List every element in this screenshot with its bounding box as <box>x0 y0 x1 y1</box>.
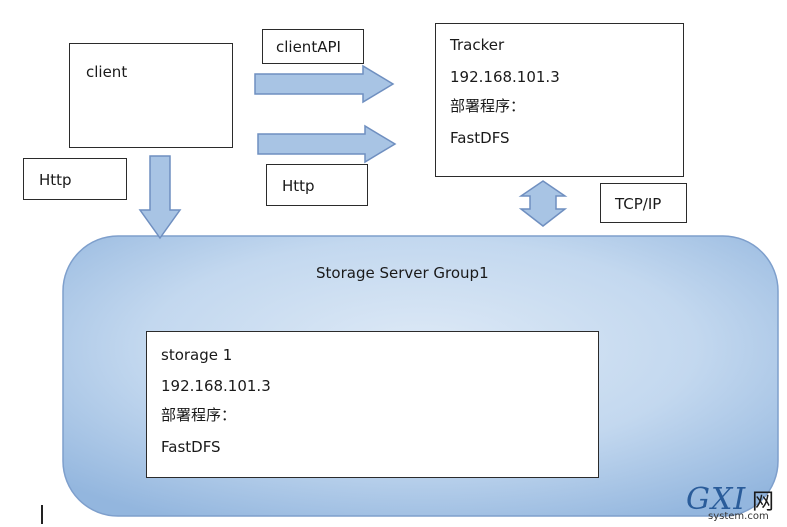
storage-ip: 192.168.101.3 <box>161 377 271 395</box>
tracker-program: FastDFS <box>450 129 510 147</box>
watermark-logo: GXI 网 system.com <box>686 482 784 524</box>
tcp-ip-double-arrow <box>518 180 568 227</box>
http-mid-label-box: Http <box>266 164 368 206</box>
client-api-label: clientAPI <box>276 38 341 56</box>
storage-title: storage 1 <box>161 346 233 364</box>
client-api-arrow <box>254 64 395 104</box>
http-left-label: Http <box>39 171 72 189</box>
tracker-box: Tracker 192.168.101.3 部署程序： FastDFS <box>435 23 684 177</box>
client-api-label-box: clientAPI <box>262 29 364 64</box>
watermark-logo-text: GXI <box>686 482 747 517</box>
client-label: client <box>86 63 128 81</box>
tracker-title: Tracker <box>450 36 505 54</box>
tracker-deploy-label: 部署程序： <box>450 97 526 115</box>
http-arrow-right <box>257 124 397 164</box>
client-box: client <box>69 43 233 148</box>
http-left-label-box: Http <box>23 158 127 200</box>
watermark-logo-cjk: 网 <box>752 490 775 515</box>
http-arrow-down <box>138 155 182 240</box>
storage-box: storage 1 192.168.101.3 部署程序： FastDFS <box>146 331 599 478</box>
tcp-ip-label: TCP/IP <box>615 195 662 213</box>
http-mid-label: Http <box>282 177 315 195</box>
watermark-site: system.com <box>708 511 769 522</box>
tcp-ip-label-box: TCP/IP <box>600 183 687 223</box>
storage-program: FastDFS <box>161 438 221 456</box>
storage-deploy-label: 部署程序： <box>161 406 237 424</box>
storage-group-title: Storage Server Group1 <box>316 264 489 282</box>
tracker-ip: 192.168.101.3 <box>450 68 560 86</box>
